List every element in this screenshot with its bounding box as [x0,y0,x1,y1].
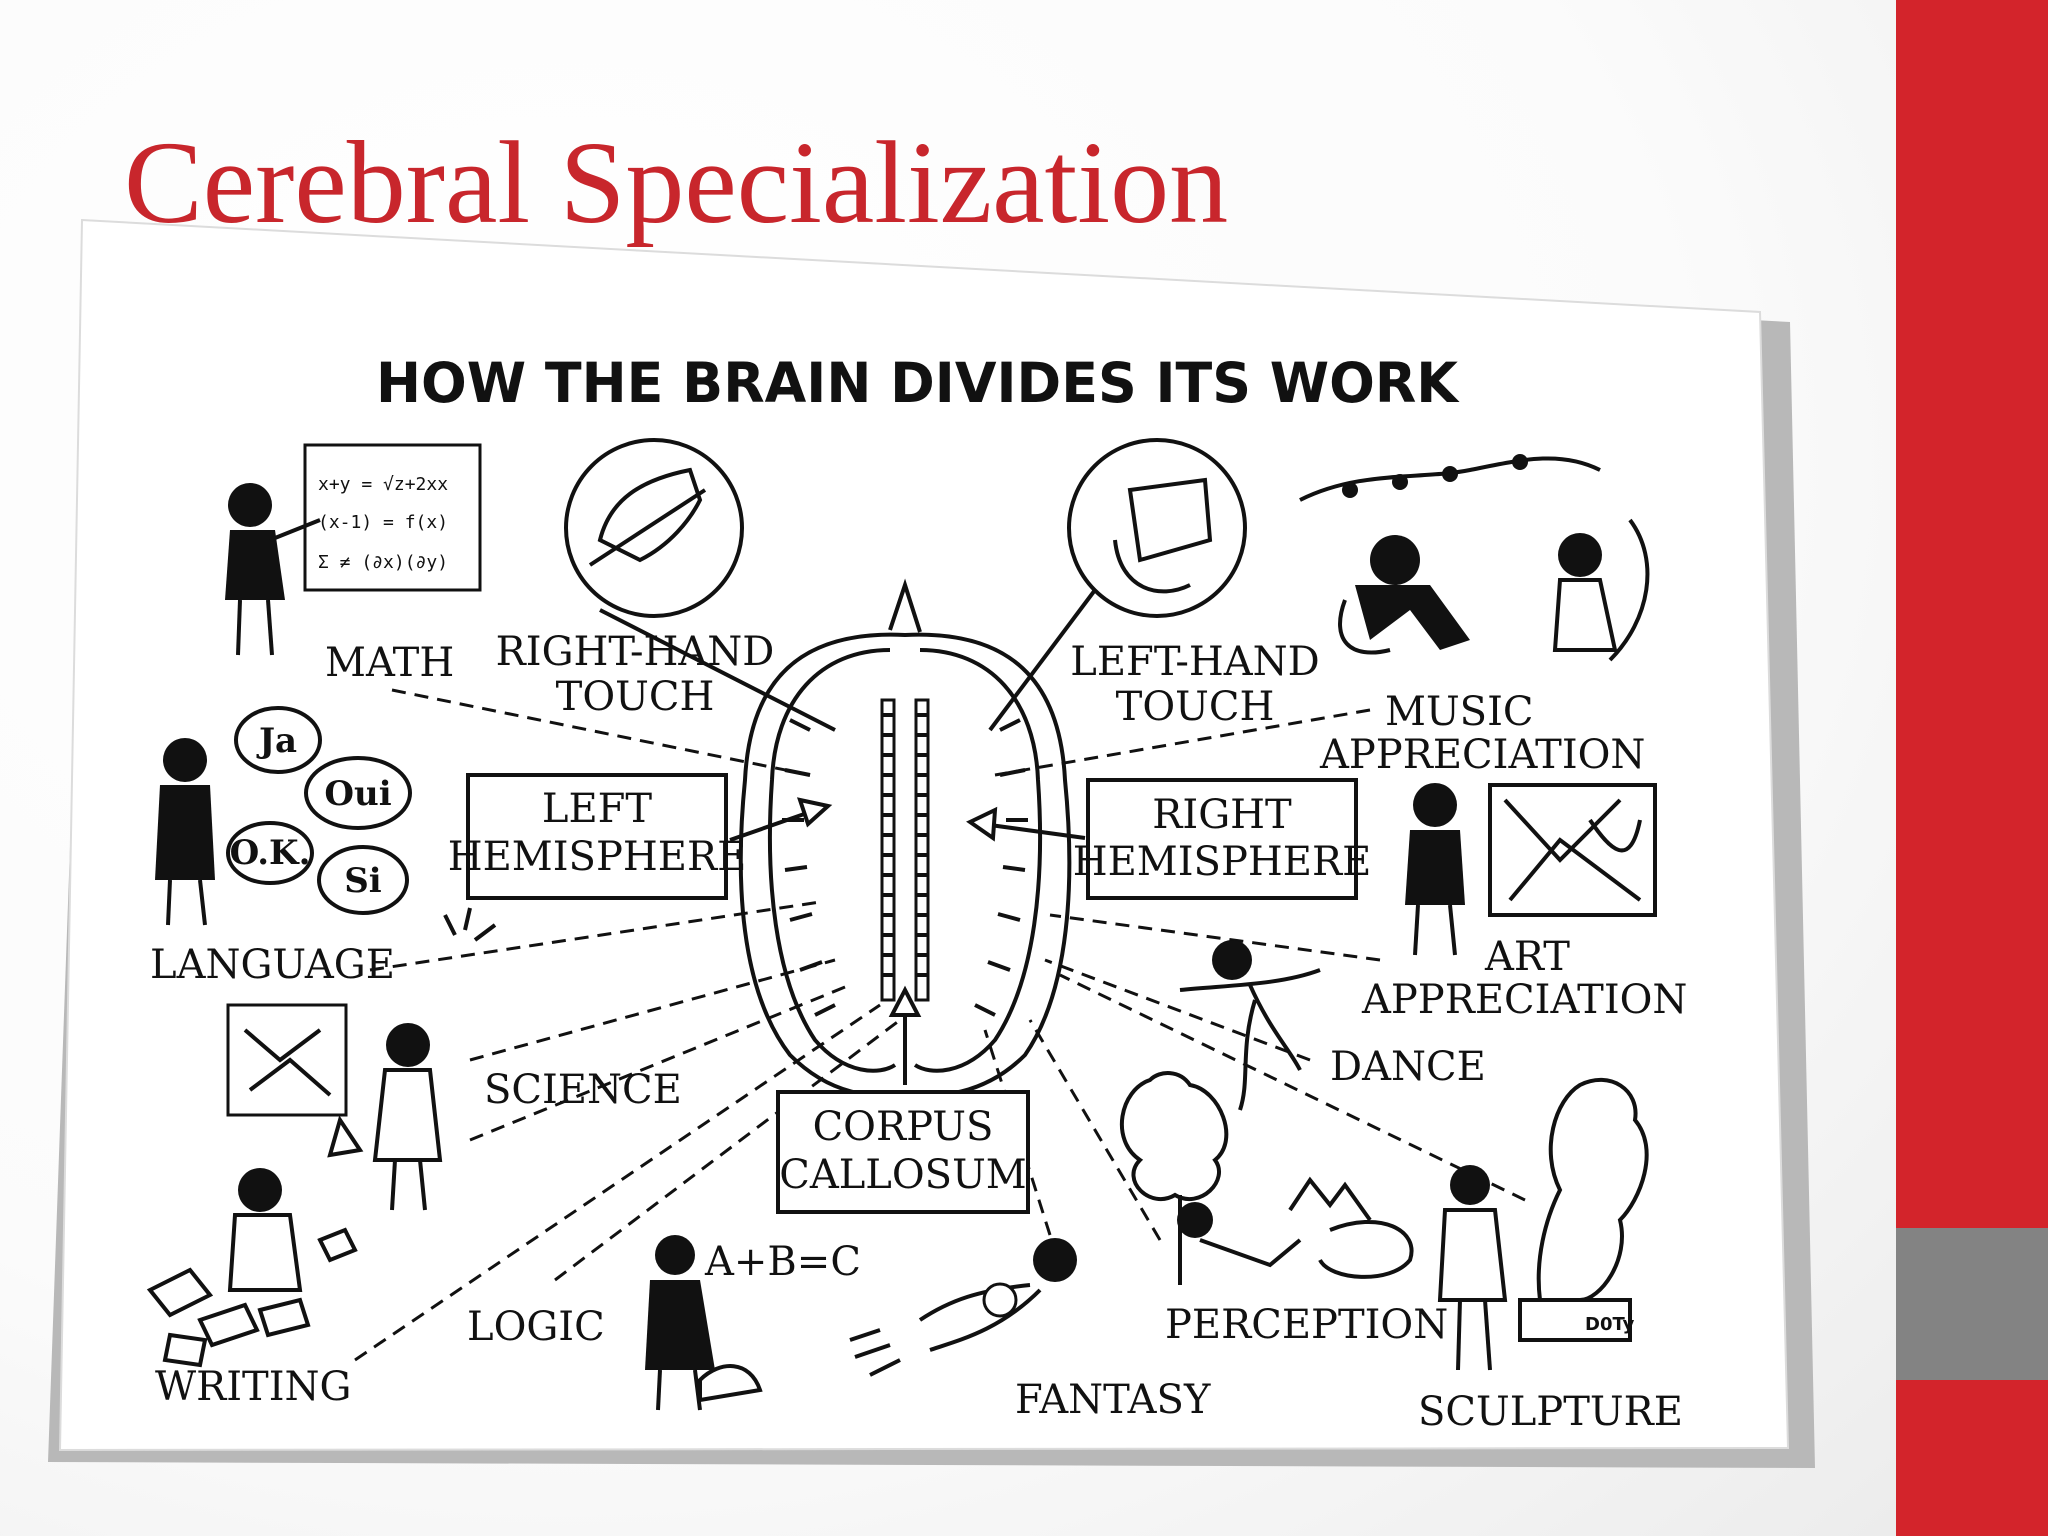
brain-illustration [738,578,1072,1098]
corpus-callosum-label-line1: CORPUS [813,1104,994,1150]
speech-bubble-si [317,845,409,915]
logic-label: LOGIC [467,1304,605,1350]
left-hemisphere-label-line2: HEMISPHERE [448,834,747,880]
science-illustration [226,907,497,1211]
right-hemisphere-arrow [966,806,1086,842]
right-hemisphere-label-line2: HEMISPHERE [1073,839,1372,885]
connector-lines [354,688,1526,1362]
corpus-callosum-arrow [888,985,922,1085]
writing-illustration [146,1168,358,1368]
speech-bubble-ok-text: O.K. [230,833,311,873]
chalkboard-line1: x+y = √z+2xx [318,474,448,495]
brain-division-poster: HOW THE BRAIN DIVIDES ITS WORK [48,218,1815,1468]
music-appreciation-label-line2: APPRECIATION [1319,732,1645,778]
right-hemisphere-label-line1: RIGHT [1152,792,1292,838]
math-label: MATH [325,640,454,686]
right-hand-touch-icon [564,438,836,732]
dance-label: DANCE [1330,1044,1486,1090]
accent-bar-red-top [1896,0,2048,1228]
speech-bubble-oui-text: Oui [324,774,391,814]
speech-bubble-oui [304,756,412,830]
sculpture-tag: D0Ty [1585,1314,1635,1335]
art-illustration [1405,783,1657,956]
sculpture-illustration: D0Ty [1437,1078,1649,1371]
slide-title: Cerebral Specialization [124,117,1229,248]
writing-label: WRITING [155,1364,351,1410]
right-hand-touch-label-line1: RIGHT-HAND [496,629,775,675]
speech-bubble-ok [226,821,314,885]
logic-illustration [645,1235,763,1411]
speech-bubble-si-text: Si [344,861,382,901]
art-appreciation-label-line2: APPRECIATION [1361,977,1687,1023]
accent-bar-red-bottom [1896,1380,2048,1536]
corpus-callosum-box [776,1090,1030,1214]
speech-bubble-ja-text: Ja [256,721,297,761]
corpus-callosum-label-line2: CALLOSUM [779,1152,1026,1198]
left-hand-touch-label-line2: TOUCH [1116,684,1275,730]
fantasy-illustration [849,1238,1077,1377]
left-hand-touch-icon [988,438,1247,732]
accent-bar-gray [1896,1228,2048,1380]
sculpture-label: SCULPTURE [1418,1389,1683,1435]
fantasy-label: FANTASY [1015,1377,1211,1423]
left-hand-touch-label-line1: LEFT-HAND [1070,639,1319,685]
left-hemisphere-arrow [729,797,833,842]
language-label: LANGUAGE [150,942,395,988]
art-appreciation-label-line1: ART [1484,934,1570,980]
left-hemisphere-box [466,773,728,900]
science-label: SCIENCE [484,1067,682,1113]
language-illustration: Ja Oui O.K. Si [155,706,412,926]
music-illustration [1299,454,1650,662]
perception-label: PERCEPTION [1165,1302,1448,1348]
dance-illustration [1179,940,1321,1111]
logic-formula: A+B=C [704,1239,861,1285]
speech-bubble-ja [234,706,322,774]
perception-illustration [1120,1071,1414,1285]
chalkboard-line3: Σ ≠ (∂x)(∂y) [318,552,448,573]
chalkboard-line2: (x-1) = f(x) [318,512,448,533]
right-hemisphere-box [1086,778,1358,900]
left-hemisphere-label-line1: LEFT [542,786,653,832]
math-illustration: x+y = √z+2xx (x-1) = f(x) Σ ≠ (∂x)(∂y) [225,443,482,656]
music-appreciation-label-line1: MUSIC [1385,689,1533,735]
right-hand-touch-label-line2: TOUCH [556,674,715,720]
poster-heading: HOW THE BRAIN DIVIDES ITS WORK [376,351,1460,415]
